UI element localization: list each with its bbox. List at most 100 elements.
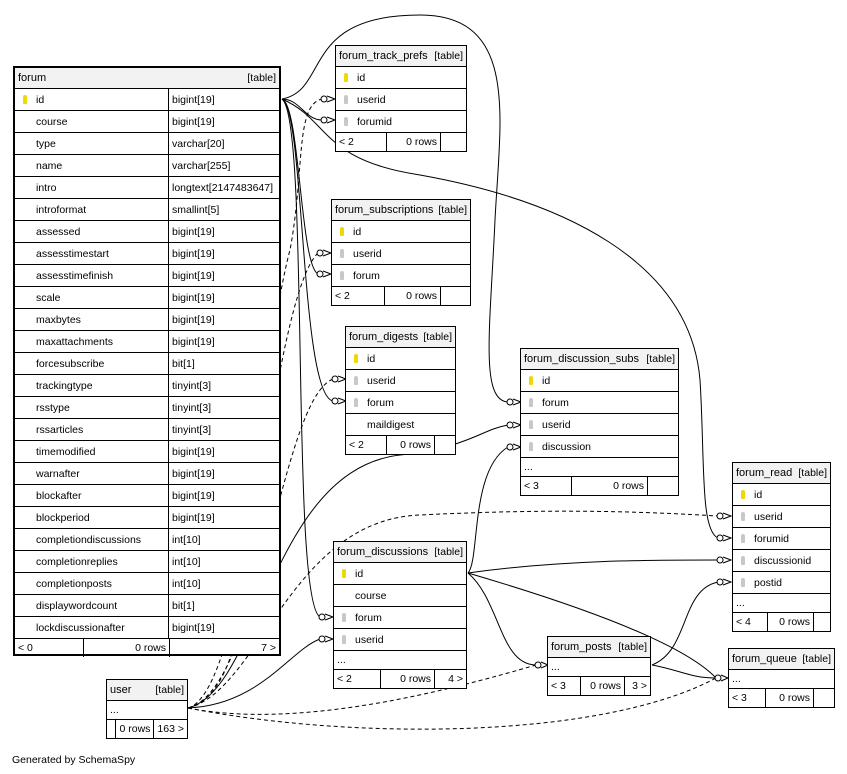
column-name: scale <box>36 291 61 304</box>
table-footer: < 3 0 rows <box>521 477 678 495</box>
column-row[interactable]: userid <box>521 414 678 436</box>
column-name: discussionid <box>754 554 812 567</box>
primary-key-icon <box>335 227 349 236</box>
column-type: tinyint[3] <box>168 397 279 418</box>
table-tag: [table] <box>438 204 467 216</box>
foreign-key-icon <box>339 95 353 104</box>
primary-key-icon <box>339 73 353 82</box>
column-row[interactable]: id <box>521 370 678 392</box>
column-row[interactable]: forum <box>334 607 466 629</box>
column-type: bigint[19] <box>168 265 279 286</box>
table-name: forum_discussions <box>337 546 429 558</box>
column-name-cell: maildigest <box>346 414 455 435</box>
table-name: forum_queue <box>732 653 797 665</box>
table-user[interactable]: user [table] ... 0 rows 163 > <box>106 679 188 739</box>
column-name-cell: userid <box>521 414 678 435</box>
foreign-key-icon <box>335 271 349 280</box>
column-row[interactable]: forumid <box>336 111 466 133</box>
column-name-cell: rsstype <box>15 397 168 418</box>
column-row[interactable]: discussionid <box>733 550 830 572</box>
column-row[interactable]: id <box>336 67 466 89</box>
column-name: forum <box>355 611 382 624</box>
column-row[interactable]: forum <box>332 265 470 287</box>
column-row[interactable]: id <box>332 221 470 243</box>
table-forum-posts[interactable]: forum_posts [table] ... < 3 0 rows 3 > <box>547 636 651 696</box>
edge-discussion-subs-discussion <box>467 446 509 574</box>
footer-children: 3 > <box>624 677 650 695</box>
column-row[interactable]: id <box>346 348 455 370</box>
column-row[interactable]: forum <box>346 392 455 414</box>
column-row[interactable]: forum <box>521 392 678 414</box>
more-columns: ... <box>729 670 834 689</box>
column-name-cell: introformat <box>15 199 168 220</box>
column-name: userid <box>353 247 382 260</box>
footer-children: 163 > <box>153 720 187 738</box>
column-name-cell: course <box>334 585 466 606</box>
column-name: forum <box>367 396 394 409</box>
column-type: bigint[19] <box>168 463 279 484</box>
column-name-cell: completionreplies <box>15 551 168 572</box>
footer-parents: < 2 <box>349 439 364 451</box>
more-columns: ... <box>521 458 678 477</box>
column-name: rsstype <box>36 401 70 414</box>
column-row[interactable]: userid <box>332 243 470 265</box>
footer-parents: < 2 <box>335 290 350 302</box>
more-columns: ... <box>548 658 650 677</box>
column-name-cell: timemodified <box>15 441 168 462</box>
column-row[interactable]: forumid <box>733 528 830 550</box>
column-row[interactable]: id <box>733 484 830 506</box>
column-row[interactable]: rsstype tinyint[3] <box>15 397 279 419</box>
foreign-key-icon <box>524 442 538 451</box>
column-name: assesstimestart <box>36 247 109 260</box>
column-type: bit[1] <box>168 595 279 616</box>
table-footer: < 2 0 rows <box>336 133 466 151</box>
column-name: completiondiscussions <box>36 533 142 546</box>
column-row[interactable]: discussion <box>521 436 678 458</box>
column-row[interactable]: userid <box>336 89 466 111</box>
column-row[interactable]: id <box>334 563 466 585</box>
column-row[interactable]: postid <box>733 572 830 594</box>
column-name: forumid <box>754 532 790 545</box>
column-row[interactable]: userid <box>334 629 466 651</box>
column-row[interactable]: maildigest <box>346 414 455 436</box>
column-row[interactable]: userid <box>346 370 455 392</box>
column-row[interactable]: course <box>334 585 466 607</box>
column-name: forum <box>542 396 569 409</box>
column-name: id <box>353 225 362 238</box>
column-row[interactable]: userid <box>733 506 830 528</box>
table-forum-queue[interactable]: forum_queue [table] ... < 3 0 rows <box>728 648 835 708</box>
column-name-cell: scale <box>15 287 168 308</box>
footer-children <box>440 133 466 151</box>
